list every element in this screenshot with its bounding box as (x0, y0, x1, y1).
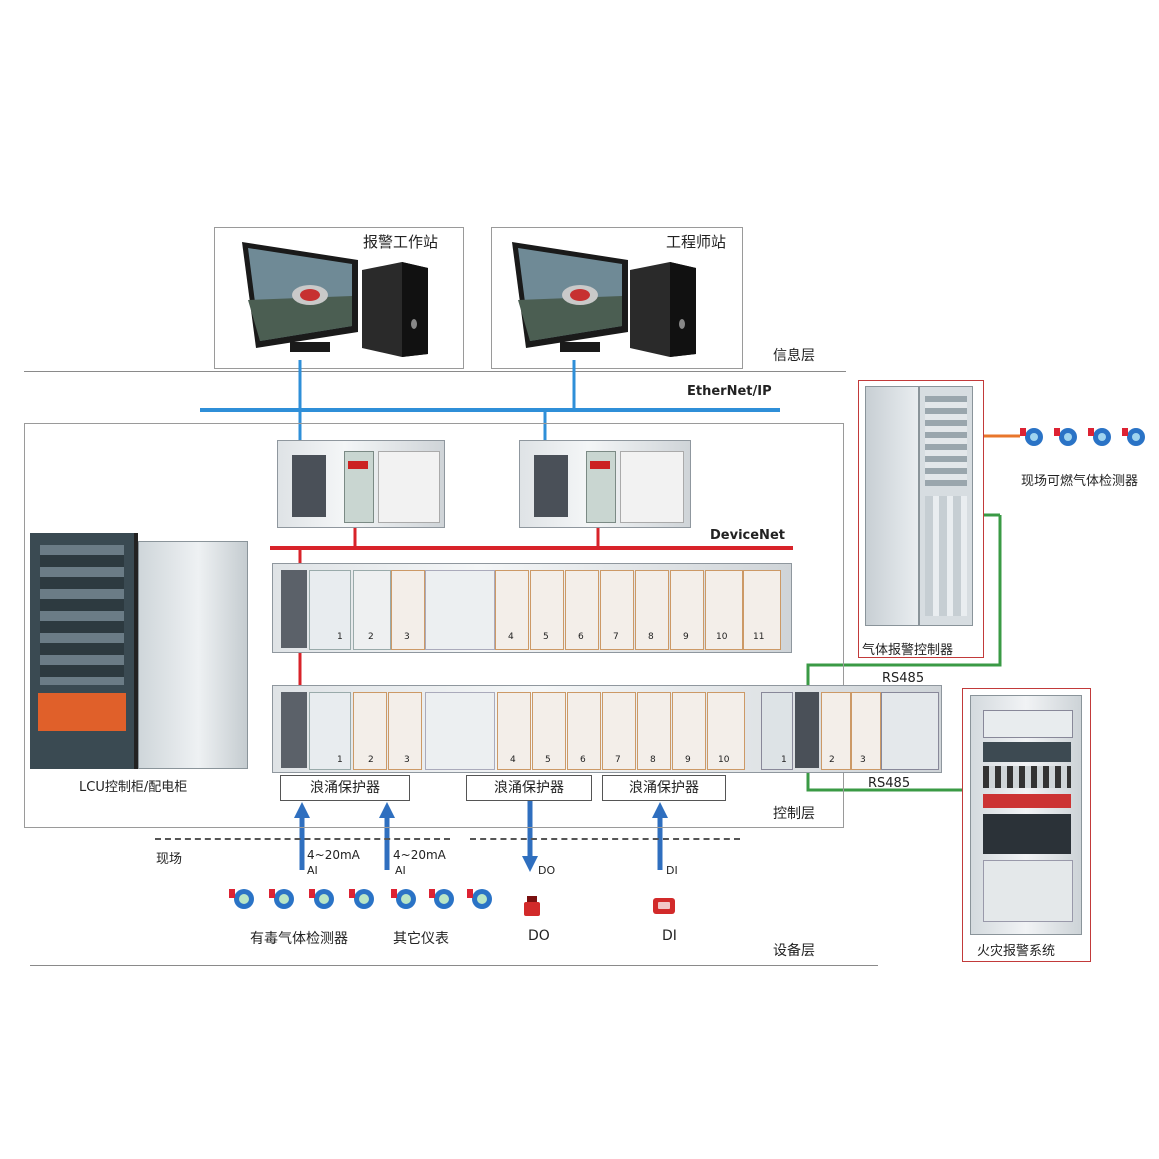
slot-label: 5 (543, 632, 549, 642)
alarm-workstation-label: 报警工作站 (363, 233, 439, 251)
device-layer-label: 设备层 (773, 943, 815, 959)
do-type-label: DO (538, 864, 556, 877)
slot-label: 1 (781, 755, 787, 765)
pc-tower-icon (630, 262, 698, 357)
ai1-type-label: AI (307, 864, 318, 877)
fire-system-cabinet (970, 695, 1082, 935)
slot-label: 7 (613, 632, 619, 642)
other-instruments-label: 其它仪表 (393, 931, 449, 947)
slot-label: 4 (508, 632, 514, 642)
toxic-detectors-label: 有毒气体检测器 (250, 931, 348, 947)
io-rack-lower (272, 685, 942, 773)
do-device-label: DO (528, 928, 550, 944)
slot-label: 6 (578, 632, 584, 642)
slot-label: 2 (368, 632, 374, 642)
devicenet-label: DeviceNet (710, 528, 785, 543)
slot-label: 9 (685, 755, 691, 765)
surge-protector-3: 浪涌保护器 (602, 775, 726, 801)
surge-protector-2: 浪涌保护器 (466, 775, 592, 801)
fire-system-label: 火灾报警系统 (977, 944, 1056, 959)
field-divider-right (470, 838, 740, 840)
ai1-current-label: 4~20mA (307, 848, 360, 862)
rs485-top-label: RS485 (882, 671, 925, 686)
field-divider-left (155, 838, 450, 840)
ai2-type-label: AI (395, 864, 406, 877)
slot-label: 8 (650, 755, 656, 765)
switch-icon (653, 898, 675, 914)
rs485-bottom-label: RS485 (868, 776, 911, 791)
monitor-icon (240, 240, 365, 355)
slot-label: 5 (545, 755, 551, 765)
di-device-label: DI (662, 928, 677, 944)
slot-label: 2 (368, 755, 374, 765)
slot-label: 3 (860, 755, 866, 765)
slot-label: 4 (510, 755, 516, 765)
slot-label: 8 (648, 632, 654, 642)
slot-label: 10 (718, 755, 730, 765)
ai2-current-label: 4~20mA (393, 848, 446, 862)
gas-controller-cabinet (865, 386, 977, 632)
controller-chassis-1 (277, 440, 445, 528)
gas-controller-label: 气体报警控制器 (862, 643, 954, 658)
pc-tower-icon (362, 262, 430, 357)
io-rack-upper (272, 563, 792, 653)
slot-label: 6 (580, 755, 586, 765)
ethernet-ip-label: EtherNet/IP (687, 384, 772, 399)
slot-label: 2 (829, 755, 835, 765)
lcu-cabinet-label: LCU控制柜/配电柜 (79, 780, 188, 795)
engineer-workstation-label: 工程师站 (666, 233, 727, 251)
control-layer-label: 控制层 (773, 806, 815, 822)
slot-label: 11 (753, 632, 765, 642)
slot-label: 3 (404, 632, 410, 642)
monitor-icon (510, 240, 635, 355)
info-layer-divider (24, 371, 846, 372)
relay-icon (524, 896, 540, 916)
slot-label: 7 (615, 755, 621, 765)
gas-detector-icon (1018, 424, 1148, 450)
slot-label: 10 (716, 632, 728, 642)
control-layer-frame (24, 423, 844, 828)
controller-chassis-2 (519, 440, 691, 528)
slot-label: 9 (683, 632, 689, 642)
di-type-label: DI (666, 864, 678, 877)
combustible-detectors-label: 现场可燃气体检测器 (1021, 474, 1139, 489)
slot-label: 1 (337, 632, 343, 642)
site-label: 现场 (156, 852, 183, 867)
info-layer-label: 信息层 (773, 348, 815, 364)
slot-label: 1 (337, 755, 343, 765)
gas-detector-icon (224, 884, 384, 914)
device-layer-divider (30, 965, 878, 966)
lcu-cabinet-image (30, 533, 250, 773)
surge-protector-1: 浪涌保护器 (280, 775, 410, 801)
gas-detector-icon (388, 884, 500, 914)
slot-label: 3 (404, 755, 410, 765)
